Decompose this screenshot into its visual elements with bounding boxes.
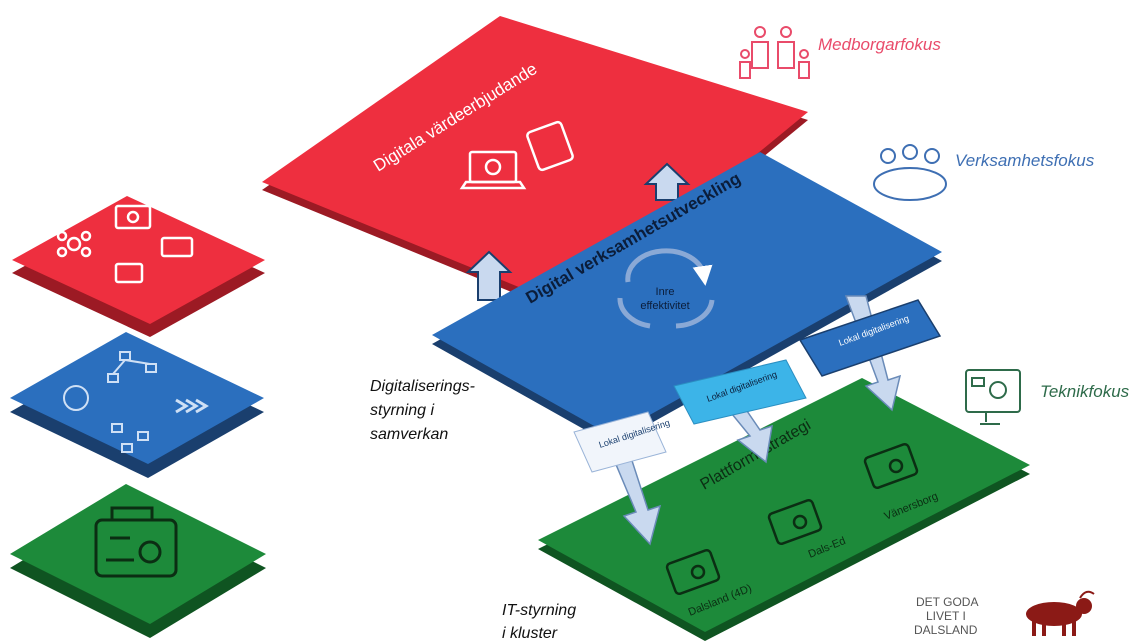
logo-line: DET GODA bbox=[916, 595, 978, 609]
it-styrning: IT-styrning i kluster bbox=[502, 602, 576, 642]
teknikfokus-label: Teknikfokus bbox=[1040, 382, 1130, 401]
logo-line: LIVET I bbox=[926, 609, 966, 623]
governance-line: Digitaliserings- bbox=[370, 378, 475, 395]
cycle-arrows-icon bbox=[617, 248, 715, 329]
governance-line: styrning i bbox=[370, 402, 434, 419]
governance-line: IT-styrning bbox=[502, 602, 576, 619]
verksamhetsfokus-label: Verksamhetsfokus bbox=[955, 151, 1095, 170]
left-green-tile bbox=[10, 484, 266, 638]
up-arrow-right bbox=[643, 162, 691, 201]
left-stack bbox=[10, 196, 266, 638]
governance-line: i kluster bbox=[502, 625, 558, 642]
medborgar-focus: Medborgarfokus bbox=[739, 26, 941, 79]
engine-icon bbox=[863, 442, 919, 490]
laptop-icon bbox=[459, 150, 527, 190]
digital-services-icon bbox=[56, 204, 194, 284]
process-flow-icon bbox=[63, 351, 209, 453]
logo-line: DALSLAND bbox=[914, 623, 978, 637]
digitaliseringsstyrning: Digitaliserings- styrning i samverkan bbox=[370, 378, 475, 443]
engine-icon bbox=[767, 498, 823, 546]
left-blue-tile bbox=[10, 332, 264, 478]
green-layer: Plattformsstrategi Dalsland (4D) Dals-Ed… bbox=[538, 378, 1030, 641]
medborgarfokus-label: Medborgarfokus bbox=[818, 35, 941, 54]
verksamhet-focus: Verksamhetsfokus bbox=[873, 144, 1095, 201]
engine-icon bbox=[665, 548, 721, 596]
meeting-icon bbox=[873, 144, 947, 201]
teknik-focus: Teknikfokus bbox=[965, 369, 1130, 425]
tech-screen-icon bbox=[965, 369, 1021, 425]
governance-line: samverkan bbox=[370, 426, 448, 443]
family-icon bbox=[739, 26, 810, 79]
engine-icon-left bbox=[94, 506, 178, 578]
dalsland-logo: DET GODA LIVET I DALSLAND bbox=[914, 590, 1095, 637]
phone-icon bbox=[526, 120, 574, 172]
red-layer: Digitala värdeerbjudande bbox=[262, 16, 808, 316]
bull-logo-icon bbox=[1026, 590, 1095, 636]
left-red-tile bbox=[12, 196, 265, 337]
up-arrows bbox=[465, 162, 691, 301]
local-box-2: Lokal digitalisering bbox=[673, 359, 807, 425]
local-box-3: Lokal digitalisering bbox=[798, 299, 942, 377]
up-arrow-left bbox=[465, 250, 513, 301]
